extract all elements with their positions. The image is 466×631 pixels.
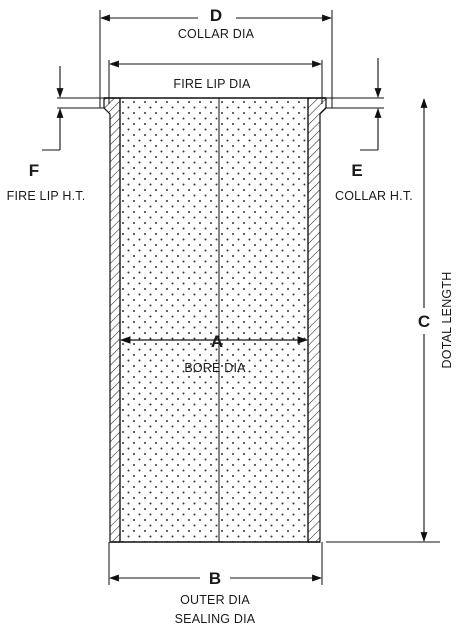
fire-lip-ht-dimension: F FIRE LIP H.T. [7,66,104,203]
bore-dia-label: BORE DIA [184,361,246,375]
outer-dia-letter: B [209,569,221,588]
fire-lip-dia-label: FIRE LIP DIA [173,77,251,91]
bore-dia-dimension: A BORE DIA [119,332,309,375]
dotal-length-dimension: C DOTAL LENGTH [326,98,454,543]
outer-dia-label: OUTER DIA [180,593,250,607]
dotal-length-label: DOTAL LENGTH [440,272,454,369]
fire-lip-ht-letter: F [29,161,39,180]
collar-ht-letter: E [351,161,362,180]
collar-dia-dimension: D COLLAR DIA [99,4,333,108]
bore-dotted-fill [120,98,308,542]
right-wall-hatch [307,97,327,543]
dotal-length-letter: C [418,312,430,331]
collar-ht-label: COLLAR H.T. [335,189,413,203]
outer-dia-dimension: B OUTER DIA SEALING DIA [108,542,323,626]
sealing-dia-label: SEALING DIA [175,612,256,626]
fire-lip-dia-dimension: FIRE LIP DIA [108,60,323,104]
collar-dia-letter: D [210,6,222,25]
bushing-body [103,97,327,543]
left-wall-hatch [103,97,121,543]
collar-ht-dimension: E COLLAR H.T. [326,58,413,203]
collar-dia-label: COLLAR DIA [178,27,255,41]
bore-dia-letter: A [211,332,223,351]
fire-lip-ht-label: FIRE LIP H.T. [7,189,86,203]
